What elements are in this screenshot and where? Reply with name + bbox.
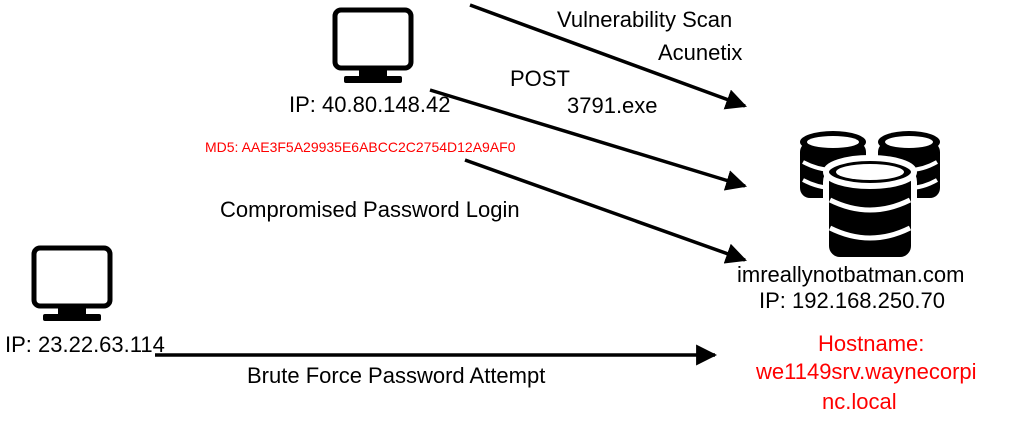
login-label: Compromised Password Login — [220, 197, 520, 222]
db-cylinder-front — [823, 155, 917, 263]
post-arrow — [429, 88, 748, 191]
target-database-icon — [800, 131, 940, 263]
post-label-line1: POST — [510, 66, 570, 91]
attacker2-monitor-icon — [31, 245, 113, 321]
attacker1-ip-label: IP: 40.80.148.42 — [289, 92, 451, 117]
attacker2-ip-label: IP: 23.22.63.114 — [5, 332, 165, 357]
login-arrow — [464, 158, 747, 264]
attacker1-md5-label: MD5: AAE3F5A29935E6ABCC2C2754D12A9AF0 — [205, 139, 516, 155]
target-hostname-line2: we1149srv.waynecorpi — [756, 359, 977, 384]
target-hostname-line3: nc.local — [822, 389, 897, 414]
brute-label: Brute Force Password Attempt — [247, 363, 546, 388]
scan-label-line2: Acunetix — [658, 40, 743, 65]
post-label-line2: 3791.exe — [567, 93, 658, 118]
target-ip-label: IP: 192.168.250.70 — [759, 288, 945, 313]
scan-label-line1: Vulnerability Scan — [557, 7, 733, 32]
target-hostname-line1: Hostname: — [818, 331, 925, 356]
target-domain-label: imreallynotbatman.com — [737, 262, 965, 287]
scan-arrow — [469, 3, 747, 110]
attacker1-monitor-icon — [332, 7, 414, 83]
